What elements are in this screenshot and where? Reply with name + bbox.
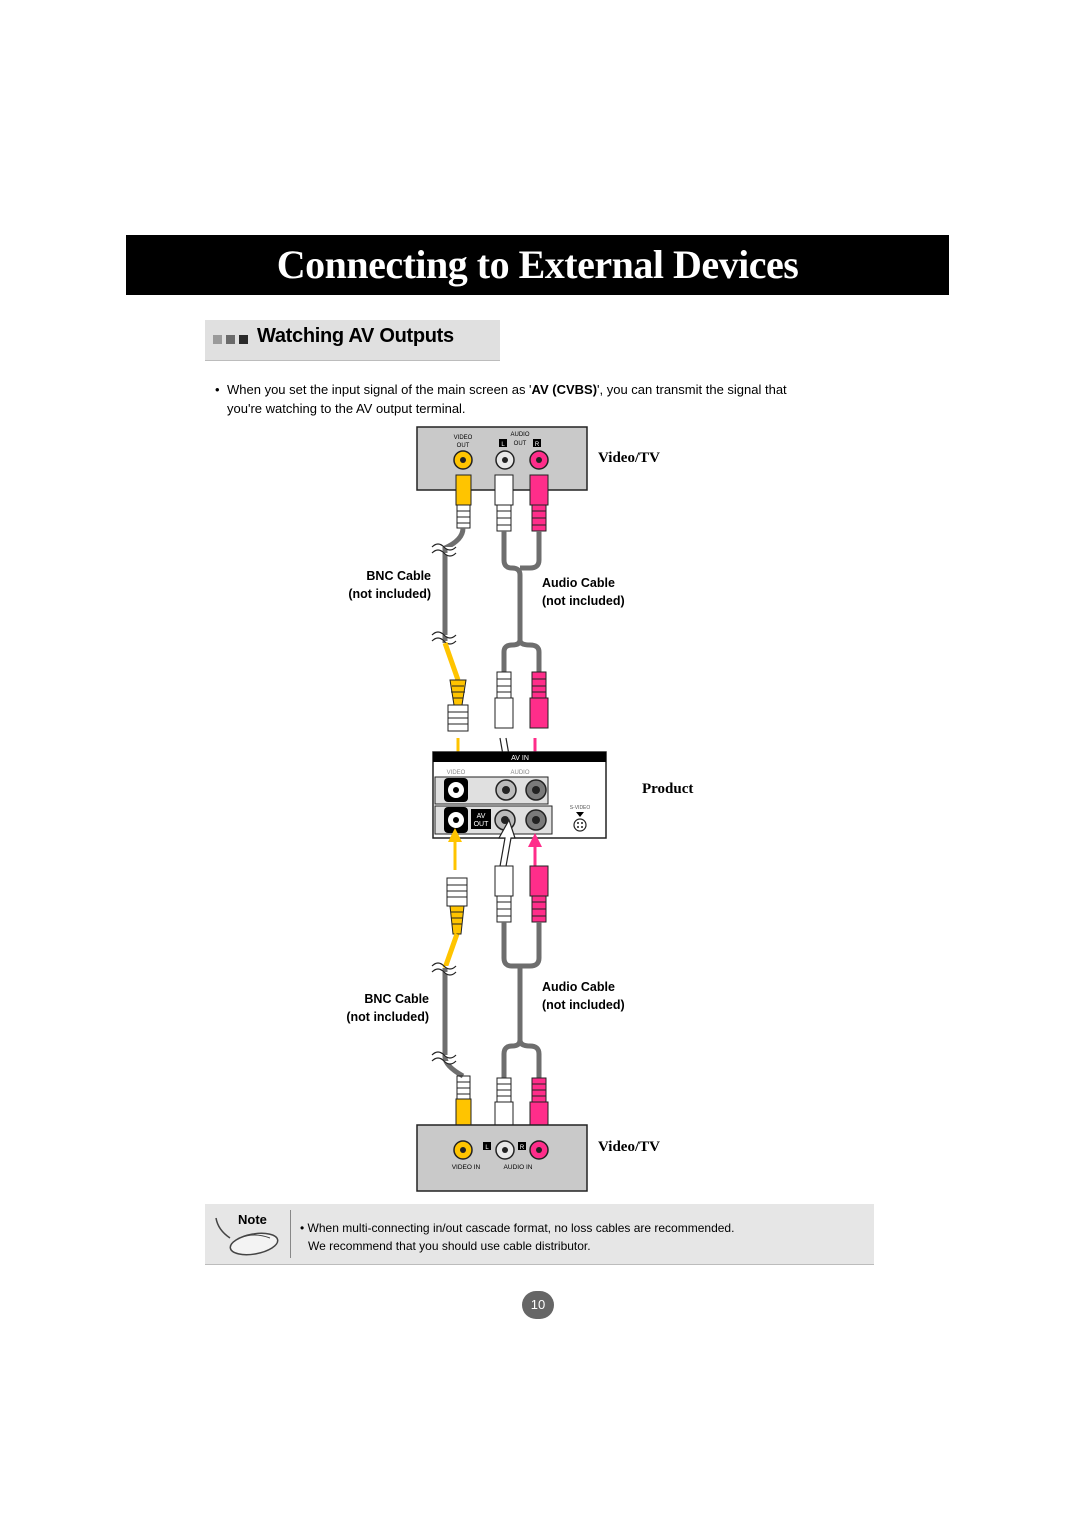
- upper-audio-label-line1: Audio Cable: [542, 576, 615, 590]
- section-square-icon: [213, 335, 222, 344]
- upper-audio-l-plug-bottom: [496, 671, 512, 699]
- bottom-l-text: L: [485, 1145, 489, 1151]
- note-line2: We recommend that you should use cable d…: [308, 1239, 591, 1253]
- note-bullet: •: [300, 1221, 305, 1235]
- top-audio-label: AUDIO: [510, 432, 529, 438]
- note-line1: When multi-connecting in/out cascade for…: [307, 1221, 735, 1235]
- top-l-badge: [499, 439, 507, 447]
- upper-audio-cable: [501, 531, 523, 640]
- product-s-video-jack: [573, 818, 587, 832]
- note-box: [205, 1204, 874, 1265]
- upper-bnc-label-line2: (not included): [348, 587, 431, 601]
- product-video-label: VIDEO: [447, 770, 466, 776]
- bottom-video-in-label: VIDEO IN: [452, 1164, 481, 1171]
- lower-audio-label-line2: (not included): [542, 998, 625, 1012]
- bullet: •: [215, 382, 220, 397]
- bottom-r-badge: [518, 1142, 526, 1150]
- intro-text: When you set the input signal of the mai…: [227, 382, 532, 397]
- lower-bnc-label-line1: BNC Cable: [364, 992, 429, 1006]
- bottom-r-text: R: [520, 1145, 525, 1151]
- upper-audio-label-line2: (not included): [542, 594, 625, 608]
- upper-bnc-plug-top: [455, 474, 472, 506]
- section-square-icon: [226, 335, 235, 344]
- lower-audio-label: Audio Cable (not included): [542, 978, 625, 1014]
- upper-bnc-cable: [442, 527, 466, 643]
- arrow-audio-l-out: [497, 818, 516, 873]
- lower-audio-r-plug-top: [529, 865, 549, 897]
- top-device-label: Video/TV: [598, 450, 660, 466]
- lower-bnc-label-line2: (not included): [346, 1010, 429, 1024]
- bottom-device-label: Video/TV: [598, 1139, 660, 1155]
- bottom-audio-in-label: AUDIO IN: [504, 1164, 533, 1171]
- top-r-text: R: [535, 442, 540, 448]
- upper-bnc-label-line1: BNC Cable: [366, 569, 431, 583]
- product-av-out-label-2: OUT: [474, 821, 490, 828]
- top-out-label: OUT: [514, 441, 527, 447]
- product-av-out-label-1: AV: [477, 813, 486, 820]
- lower-audio-cable: [501, 922, 523, 1040]
- product-av-in-label: AV IN: [511, 755, 529, 762]
- note-mouse-icon: [215, 1217, 279, 1256]
- top-l-text: L: [501, 442, 505, 448]
- lower-bnc-label: BNC Cable (not included): [328, 990, 429, 1026]
- bottom-l-badge: [483, 1142, 491, 1150]
- lower-audio-l-plug-top: [494, 865, 514, 897]
- intro-text: ', you can transmit the signal that: [597, 382, 787, 397]
- page-title: Connecting to External Devices: [276, 242, 799, 287]
- upper-audio-l-plug-top: [494, 474, 514, 506]
- note-text: • When multi-connecting in/out cascade f…: [300, 1219, 860, 1255]
- intro-paragraph: • When you set the input signal of the ma…: [215, 380, 855, 418]
- product-label: Product: [642, 781, 694, 797]
- top-video-label-1: VIDEO: [454, 435, 473, 441]
- note-heading: Note: [238, 1212, 267, 1227]
- lower-bnc-cable: [442, 968, 465, 1079]
- top-r-badge: [533, 439, 541, 447]
- product-s-video-label: S-VIDEO: [570, 805, 591, 811]
- note-divider: [290, 1210, 291, 1258]
- lower-bnc-plug-top: [446, 877, 468, 907]
- section-header-bar: [205, 320, 500, 361]
- intro-text: you're watching to the AV output termina…: [227, 401, 466, 416]
- section-title: Watching AV Outputs: [257, 325, 454, 347]
- top-video-label-2: OUT: [457, 443, 470, 449]
- upper-audio-r-plug-bottom: [531, 671, 547, 699]
- upper-audio-r-plug-top: [529, 474, 549, 506]
- title-bar: [126, 235, 949, 295]
- section-square-icon: [239, 335, 248, 344]
- upper-audio-label: Audio Cable (not included): [542, 574, 625, 610]
- intro-mode: AV (CVBS): [531, 382, 598, 397]
- page-number: 10: [522, 1291, 554, 1319]
- product-audio-label: AUDIO: [510, 770, 529, 776]
- upper-bnc-label: BNC Cable (not included): [330, 567, 431, 603]
- lower-audio-label-line1: Audio Cable: [542, 980, 615, 994]
